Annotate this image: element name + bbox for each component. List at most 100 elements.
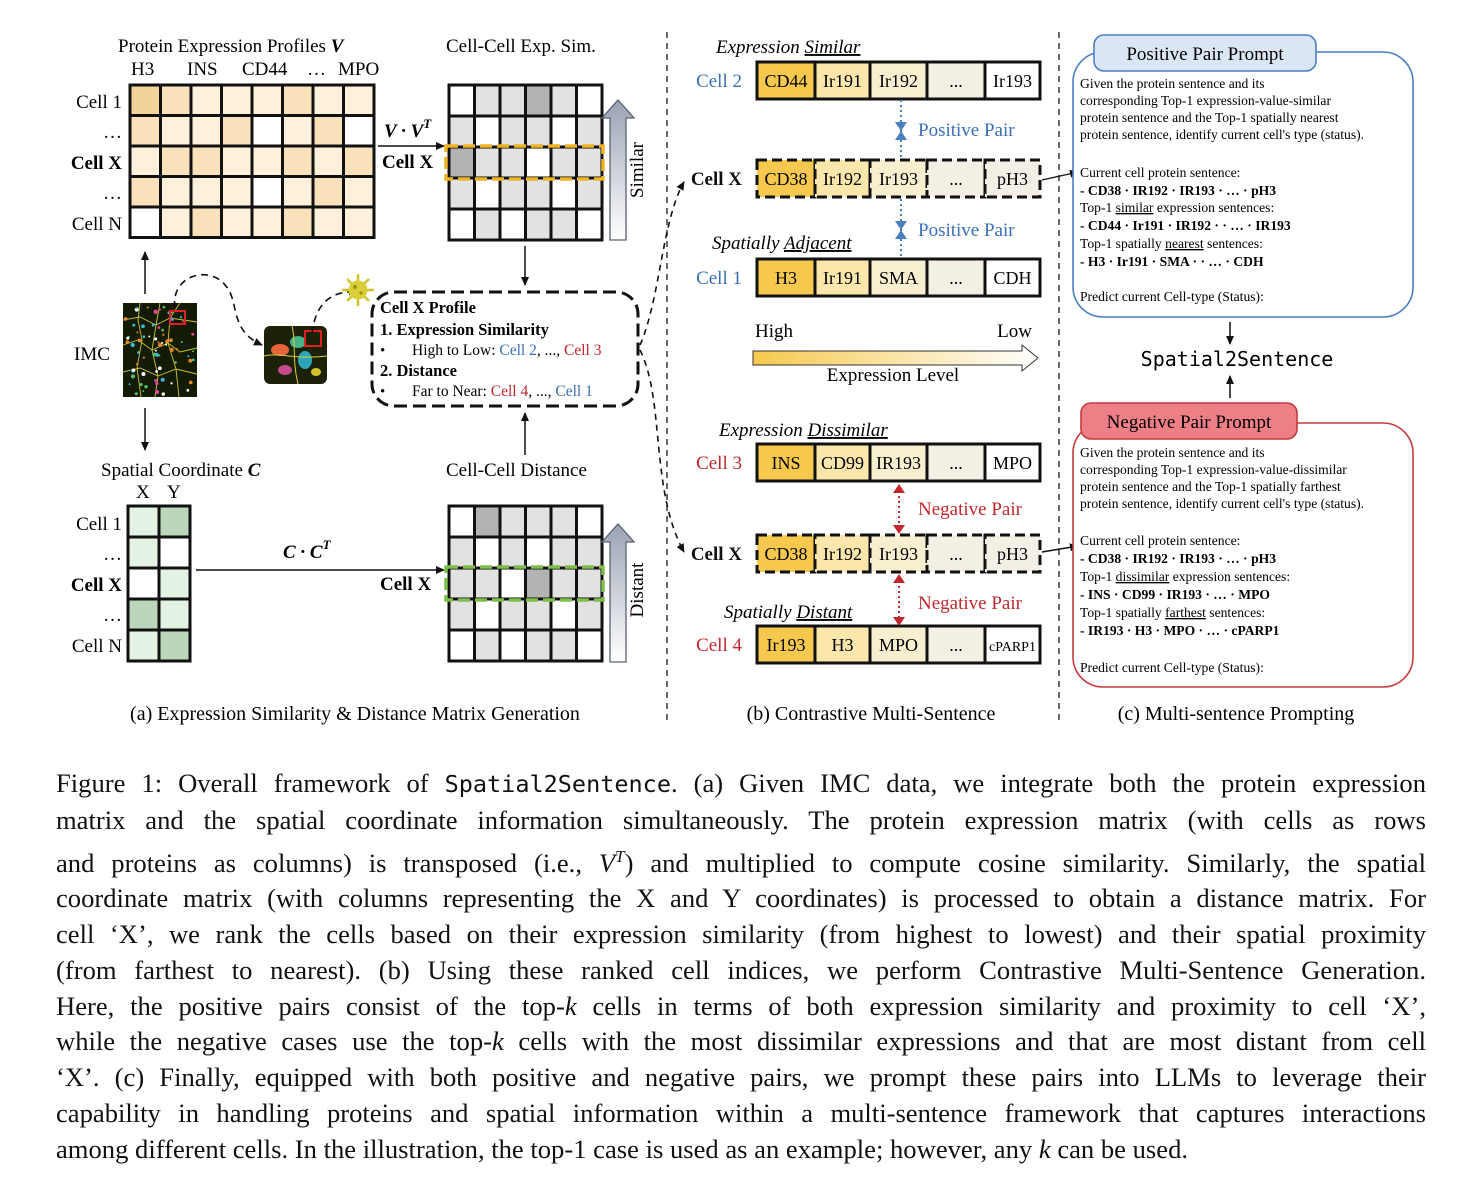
dist-cell [524, 535, 553, 570]
caption-line: and proteins as columns) is transposed (… [56, 846, 1426, 878]
dist-cell [524, 504, 553, 539]
sim-cell [524, 145, 553, 180]
expr-cell [342, 175, 376, 209]
distance-matrix [447, 504, 604, 663]
expr-cell [311, 114, 345, 148]
positive-to-prompt-arrow [1041, 169, 1079, 181]
panel-b: Expression Similar Spatially Adjacent Ex… [691, 37, 1079, 725]
svg-text:Predict current Cell-type (Sta: Predict current Cell-type (Status): [1080, 660, 1264, 676]
sim-cell [498, 176, 527, 211]
expr-cell [220, 144, 254, 178]
expr-cell [281, 144, 315, 178]
sim-cell [575, 114, 604, 149]
spatially-distant-label: Spatially Distant [724, 602, 853, 623]
coord-col-label: Y [167, 482, 181, 503]
token-text: Ir192 [823, 544, 862, 564]
positive-prompt-title: Positive Pair Prompt [1126, 44, 1284, 65]
imc-zoom-dashed-arrow [173, 274, 263, 346]
sim-cell [575, 83, 604, 118]
caption-line: (from farthest to nearest). (b) Using th… [56, 954, 1426, 985]
expr-cell [128, 144, 162, 178]
cell-row-label: Cell 1 [76, 514, 122, 535]
sim-cell [447, 145, 476, 180]
cell-row-label: Cell X [71, 153, 122, 174]
expr-cell [281, 83, 315, 117]
sim-cell [575, 176, 604, 211]
expr-cell [159, 114, 193, 148]
dist-cell [447, 566, 476, 601]
positive-pair-marker-2 [895, 221, 907, 239]
token-box [983, 442, 1042, 483]
token-text: H3 [832, 635, 854, 655]
coord-cell [126, 628, 161, 663]
imc-zoom-image [263, 325, 328, 385]
expr-cell [128, 83, 162, 117]
token-box [868, 257, 929, 298]
similarity-matrix [447, 83, 604, 242]
svg-text:Current cell protein sentence:: Current cell protein sentence: [1080, 165, 1240, 180]
token-box [755, 158, 817, 199]
sim-cell [524, 83, 553, 118]
sim-cell [473, 145, 502, 180]
dist-cell [447, 504, 476, 539]
protein-label: CD44 [242, 59, 288, 80]
dist-cell [447, 535, 476, 570]
panel-b-caption: (b) Contrastive Multi-Sentence [747, 703, 996, 725]
token-row-cell-label: Cell X [691, 169, 742, 190]
coord-cell [126, 535, 161, 570]
sim-cell [549, 176, 578, 211]
token-text: pH3 [997, 169, 1028, 189]
expr-cell [220, 205, 254, 239]
cell-row-label: Cell N [72, 214, 122, 235]
token-text: cPARP1 [989, 640, 1036, 655]
expr-cell [159, 205, 193, 239]
token-box [755, 533, 817, 574]
dist-cell [473, 504, 502, 539]
svg-text:corresponding Top-1 expression: corresponding Top-1 expression-value-sim… [1080, 93, 1331, 108]
token-box [868, 60, 929, 101]
token-box [813, 624, 872, 665]
sim-cell [549, 207, 578, 242]
svg-text:Top-1 spatially farthest sente: Top-1 spatially farthest sentences: [1080, 605, 1265, 620]
cell-row-labels: Cell 1…Cell X…Cell N [71, 92, 122, 235]
sim-cell [447, 83, 476, 118]
token-text: ... [949, 71, 963, 91]
svg-text:protein sentence, identify cur: protein sentence, identify current cell'… [1080, 496, 1364, 512]
svg-text:- CD38 · IR192 · IR193 · … · p: - CD38 · IR192 · IR193 · … · pH3 [1080, 551, 1276, 566]
sim-cell [549, 83, 578, 118]
caption-line: among different cells. In the illustrati… [56, 1133, 1189, 1164]
expr-cell [281, 205, 315, 239]
token-box [983, 533, 1042, 574]
negative-prompt-text: Given the protein sentence and its corre… [1080, 445, 1364, 676]
protein-label: … [307, 59, 326, 80]
distant-up-arrow [600, 523, 636, 663]
cell-x-label-dist: Cell X [380, 574, 431, 595]
expr-cell [311, 205, 345, 239]
dist-cell [549, 628, 578, 663]
panel-a-caption: (a) Expression Similarity & Distance Mat… [130, 703, 580, 725]
protein-label: H3 [131, 59, 154, 80]
positive-prompt-title-box [1093, 34, 1317, 72]
expression-similar-label: Expression Similar [715, 37, 861, 58]
svg-text:protein sentence and the Top-1: protein sentence and the Top-1 spatially… [1080, 479, 1341, 494]
token-text: Ir191 [823, 71, 862, 91]
coordinate-matrix [126, 504, 192, 663]
sim-cell [473, 114, 502, 149]
legend-expression-level: Expression Level [827, 365, 959, 386]
profile-bullet-2: • [380, 384, 385, 400]
caption-line: matrix and the spatial coordinate inform… [56, 804, 1426, 835]
expr-cell [311, 83, 345, 117]
panel-c: Positive Pair Prompt Given the protein s… [1072, 34, 1414, 725]
token-box [983, 624, 1042, 665]
dist-cell [498, 566, 527, 601]
figure-caption: Figure 1: Overall framework of Spatial2S… [56, 766, 1426, 1168]
token-text: CD44 [764, 71, 807, 91]
sim-cell [575, 145, 604, 180]
